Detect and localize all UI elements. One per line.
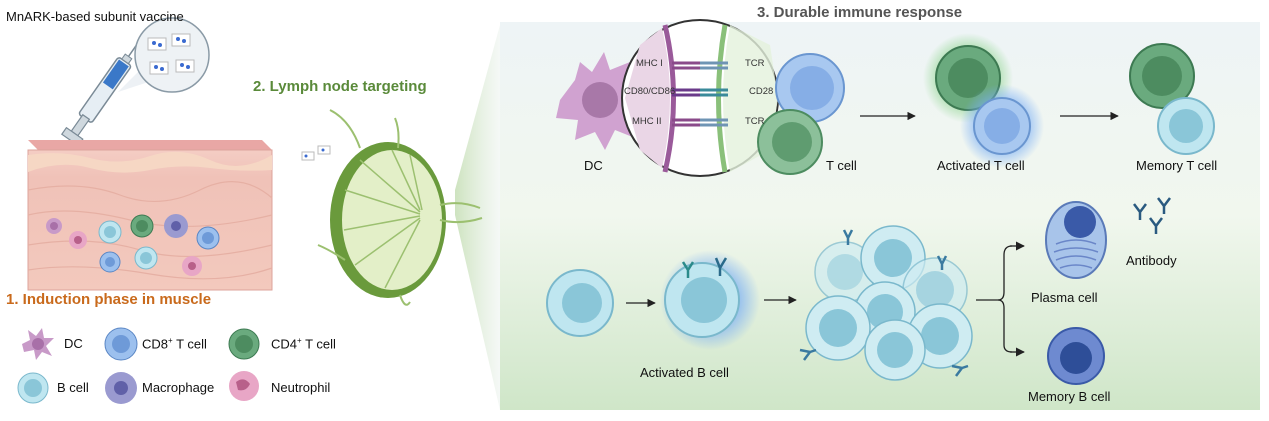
naive-bcell-icon [546,269,614,337]
bcell-clones-icon [799,225,973,381]
zoom-cone [455,25,500,410]
antibody-label: Antibody [1126,253,1177,268]
activated-bcell-label: Activated B cell [640,365,729,380]
legend-bcell-label: B cell [57,380,89,395]
cd8-tcell-icon [775,53,845,123]
legend-neutrophil-icon [229,371,259,401]
legend-cd4-label: CD4+ T cell [271,336,336,352]
step3-title: 3. Durable immune response [757,4,963,21]
activated-tcell-icon [923,33,1044,168]
memory-tcell-icon [1129,43,1215,155]
branch-brace [976,245,1013,353]
activated-tcell-label: Activated T cell [937,158,1025,173]
vaccine-particle-small-icon [301,145,331,161]
legend-icons [17,327,260,404]
lymph-node-icon [317,109,483,306]
memory-bcell-label: Memory B cell [1028,389,1111,404]
legend-dc-label: DC [64,336,83,351]
step2-title: 2. Lymph node targeting [253,78,427,95]
muscle-immune-cells [46,214,220,276]
legend-cd8-icon [104,327,138,361]
legend-cd4-icon [228,328,260,360]
synapse-tcr2-label: TCR [745,116,765,127]
memory-bcell-icon [1047,327,1105,385]
vaccine-label: MnARK-based subunit vaccine [6,9,184,24]
synapse-tcr1-label: TCR [745,58,765,69]
immune-synapse-icon [621,19,779,177]
plasma-cell-label: Plasma cell [1031,290,1098,305]
activated-bcell-icon [660,250,760,350]
antibody-icon [1133,197,1171,234]
legend-dc-icon [22,328,54,360]
memory-tcell-label: Memory T cell [1136,158,1218,173]
tcell-label: T cell [826,158,857,173]
synapse-mhc2-label: MHC II [632,116,662,127]
cd4-tcell-icon [757,109,823,175]
synapse-mhc1-label: MHC I [636,58,663,69]
legend-neutrophil-label: Neutrophil [271,380,331,395]
synapse-cd80-label: CD80/CD86 [624,86,676,97]
legend-macrophage-icon [105,372,137,404]
synapse-cd28-label: CD28 [749,86,774,97]
legend-macrophage-label: Macrophage [142,380,215,395]
dc-label: DC [584,158,603,173]
plasma-cell-icon [1045,201,1107,279]
legend-cd8-label: CD8+ T cell [142,336,207,352]
vaccine-particles-icon [118,17,210,93]
legend-bcell-icon [17,372,49,404]
step1-title: 1. Induction phase in muscle [6,291,212,308]
